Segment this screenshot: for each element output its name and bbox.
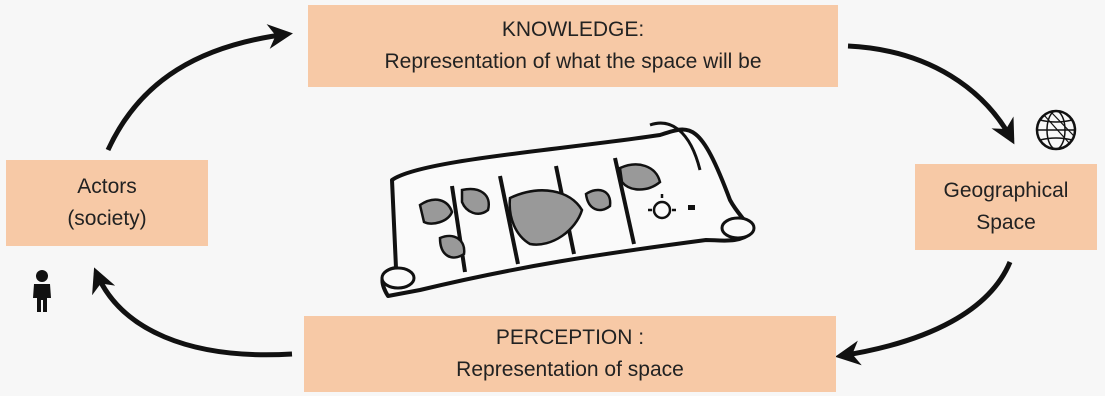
perception-subtitle: Representation of space (456, 354, 684, 386)
geographical-space-box: Geographical Space (915, 164, 1097, 250)
arrow-geo-to-perception (840, 262, 1010, 356)
perception-title: PERCEPTION : (496, 322, 644, 354)
knowledge-subtitle: Representation of what the space will be (384, 46, 761, 78)
actors-label: Actors (77, 171, 137, 203)
arrow-actors-to-knowledge (108, 34, 288, 150)
geographical-space-sublabel: Space (976, 207, 1036, 239)
globe-icon (1037, 111, 1075, 149)
actors-box: Actors (society) (6, 160, 208, 246)
arrow-perception-to-actors (96, 272, 292, 355)
knowledge-title: KNOWLEDGE: (502, 14, 644, 46)
perception-box: PERCEPTION : Representation of space (304, 316, 836, 392)
person-icon (33, 270, 51, 312)
actors-sublabel: (society) (67, 203, 146, 235)
knowledge-box: KNOWLEDGE: Representation of what the sp… (308, 5, 838, 87)
arrow-knowledge-to-geo (848, 46, 1012, 140)
map-scroll-illustration (382, 123, 754, 296)
geographical-space-label: Geographical (944, 175, 1069, 207)
